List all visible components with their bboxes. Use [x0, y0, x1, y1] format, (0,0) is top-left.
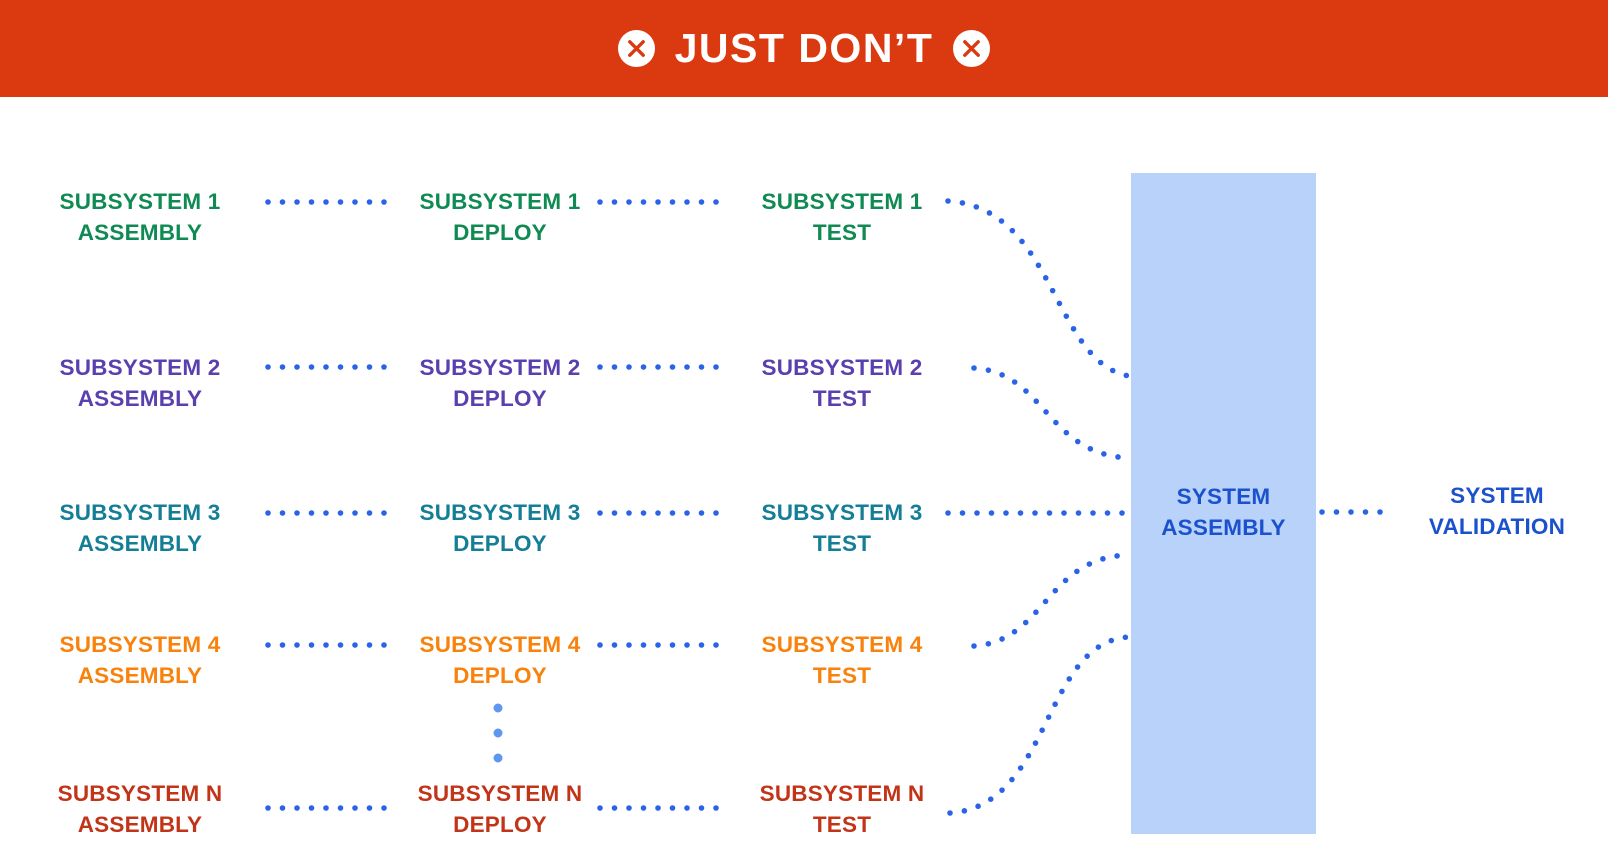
- label-line: DEPLOY: [453, 663, 547, 688]
- label-line: DEPLOY: [453, 531, 547, 556]
- label-line: ASSEMBLY: [77, 663, 203, 688]
- subsystem-1-deploy-label: SUBSYSTEM 1 DEPLOY: [390, 186, 610, 248]
- label-line: TEST: [812, 531, 872, 556]
- label-line: DEPLOY: [453, 386, 547, 411]
- label-line: SUBSYSTEM 1: [761, 189, 923, 214]
- label-line: SUBSYSTEM N: [57, 781, 223, 806]
- subsystem-3-assembly-label: SUBSYSTEM 3 ASSEMBLY: [30, 497, 250, 559]
- x-circle-icon: [617, 30, 655, 67]
- label-line: DEPLOY: [453, 812, 547, 837]
- label-line: ASSEMBLY: [77, 220, 203, 245]
- label-line: SUBSYSTEM 1: [59, 189, 221, 214]
- banner-title: JUST DON’T: [674, 25, 934, 71]
- label-line: SUBSYSTEM 3: [59, 500, 221, 525]
- label-line: ASSEMBLY: [77, 812, 203, 837]
- label-line: SUBSYSTEM N: [417, 781, 583, 806]
- label-line: TEST: [812, 386, 872, 411]
- label-line: TEST: [812, 663, 872, 688]
- label-line: SUBSYSTEM 4: [419, 632, 581, 657]
- label-line: TEST: [812, 812, 872, 837]
- subsystem-3-test-label: SUBSYSTEM 3 TEST: [732, 497, 952, 559]
- subsystem-1-test-label: SUBSYSTEM 1 TEST: [732, 186, 952, 248]
- label-line: ASSEMBLY: [1161, 514, 1286, 540]
- label-line: SUBSYSTEM 1: [419, 189, 581, 214]
- system-assembly-box: SYSTEM ASSEMBLY: [1131, 173, 1316, 834]
- subsystem-1-assembly-label: SUBSYSTEM 1 ASSEMBLY: [30, 186, 250, 248]
- system-validation-label: SYSTEM VALIDATION: [1386, 480, 1608, 542]
- label-line: ASSEMBLY: [77, 531, 203, 556]
- banner: JUST DON’T: [0, 0, 1608, 97]
- label-line: TEST: [812, 220, 872, 245]
- subsystem-2-test-label: SUBSYSTEM 2 TEST: [732, 352, 952, 414]
- subsystem-4-deploy-label: SUBSYSTEM 4 DEPLOY: [390, 629, 610, 691]
- label-line: SYSTEM: [1450, 483, 1544, 508]
- label-line: SUBSYSTEM 2: [419, 355, 581, 380]
- label-line: SUBSYSTEM 4: [59, 632, 221, 657]
- label-line: SUBSYSTEM 4: [761, 632, 923, 657]
- x-circle-icon: [953, 30, 991, 67]
- label-line: SYSTEM: [1176, 483, 1271, 509]
- subsystem-n-test-label: SUBSYSTEM N TEST: [732, 778, 952, 840]
- system-assembly-label: SYSTEM ASSEMBLY: [1161, 481, 1286, 543]
- subsystem-4-assembly-label: SUBSYSTEM 4 ASSEMBLY: [30, 629, 250, 691]
- subsystem-4-test-label: SUBSYSTEM 4 TEST: [732, 629, 952, 691]
- label-line: SUBSYSTEM 3: [761, 500, 923, 525]
- label-line: ASSEMBLY: [77, 386, 203, 411]
- subsystem-2-deploy-label: SUBSYSTEM 2 DEPLOY: [390, 352, 610, 414]
- subsystem-2-assembly-label: SUBSYSTEM 2 ASSEMBLY: [30, 352, 250, 414]
- label-line: SUBSYSTEM 2: [761, 355, 923, 380]
- label-line: SUBSYSTEM 3: [419, 500, 581, 525]
- subsystem-3-deploy-label: SUBSYSTEM 3 DEPLOY: [390, 497, 610, 559]
- subsystem-n-deploy-label: SUBSYSTEM N DEPLOY: [390, 778, 610, 840]
- label-line: SUBSYSTEM N: [759, 781, 925, 806]
- subsystem-n-assembly-label: SUBSYSTEM N ASSEMBLY: [30, 778, 250, 840]
- label-line: VALIDATION: [1428, 514, 1566, 539]
- label-line: SUBSYSTEM 2: [59, 355, 221, 380]
- label-line: DEPLOY: [453, 220, 547, 245]
